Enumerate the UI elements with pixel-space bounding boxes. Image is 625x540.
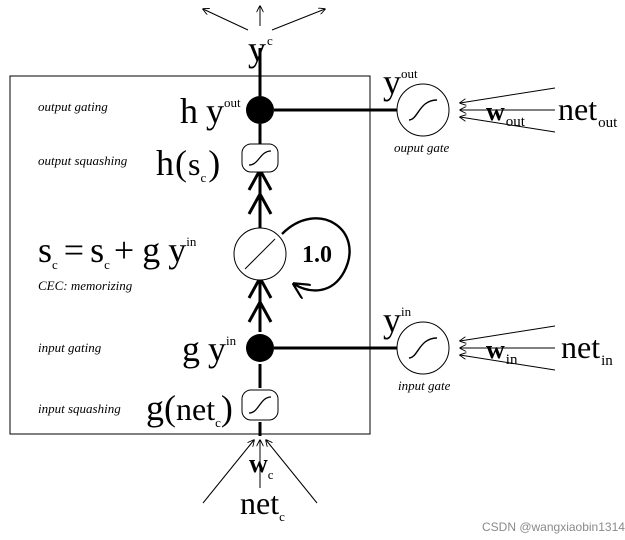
input-squash-formula: g(netc) [146, 388, 233, 430]
output-arrow-left [203, 9, 249, 31]
input-gating-label: input gating [38, 340, 102, 355]
cell-box [9, 75, 371, 435]
input-gate-caption: input gate [398, 378, 451, 393]
output-gate-node [396, 83, 450, 137]
output-gate-sigmoid-icon [408, 99, 438, 121]
input-gate-activation: yin [383, 300, 412, 340]
input-arrow-right [266, 440, 318, 504]
output-gating-label: output gating [38, 99, 108, 114]
input-gate-weight: win [486, 335, 518, 368]
output-gate-input: netout [558, 91, 618, 131]
input-arrow-left [202, 440, 254, 504]
input-squash-icon [248, 396, 272, 414]
flow-arrow-in-to-cec-2 [247, 298, 273, 323]
flow-arrow-cec-to-squash [247, 190, 273, 215]
output-multiply-node [246, 96, 274, 124]
output-squashing-label: output squashing [38, 153, 128, 168]
output-gate-activation: yout [383, 62, 418, 102]
output-squash-formula: h(sc) [156, 143, 220, 185]
output-gate-weight: wout [486, 97, 526, 130]
self-loop-weight: 1.0 [302, 242, 332, 268]
input-gate-node [396, 321, 450, 375]
output-squash-icon [248, 150, 272, 166]
input-weight-label: wc [249, 449, 274, 482]
input-multiply-node [246, 334, 274, 362]
output-gate-caption: ouput gate [394, 140, 449, 155]
cec-label: CEC: memorizing [38, 278, 133, 293]
output-arrow-right [271, 9, 325, 31]
cell-output-label: yc [248, 29, 273, 69]
cec-self-loop-arrow [281, 217, 351, 290]
cell-input-label: netc [240, 485, 285, 524]
input-squashing-label: input squashing [38, 401, 121, 416]
input-gate-input: netin [561, 329, 613, 369]
input-gate-sigmoid-icon [408, 337, 438, 359]
watermark: CSDN @wangxiaobin1314 [482, 520, 625, 534]
cec-identity-icon [244, 238, 276, 270]
